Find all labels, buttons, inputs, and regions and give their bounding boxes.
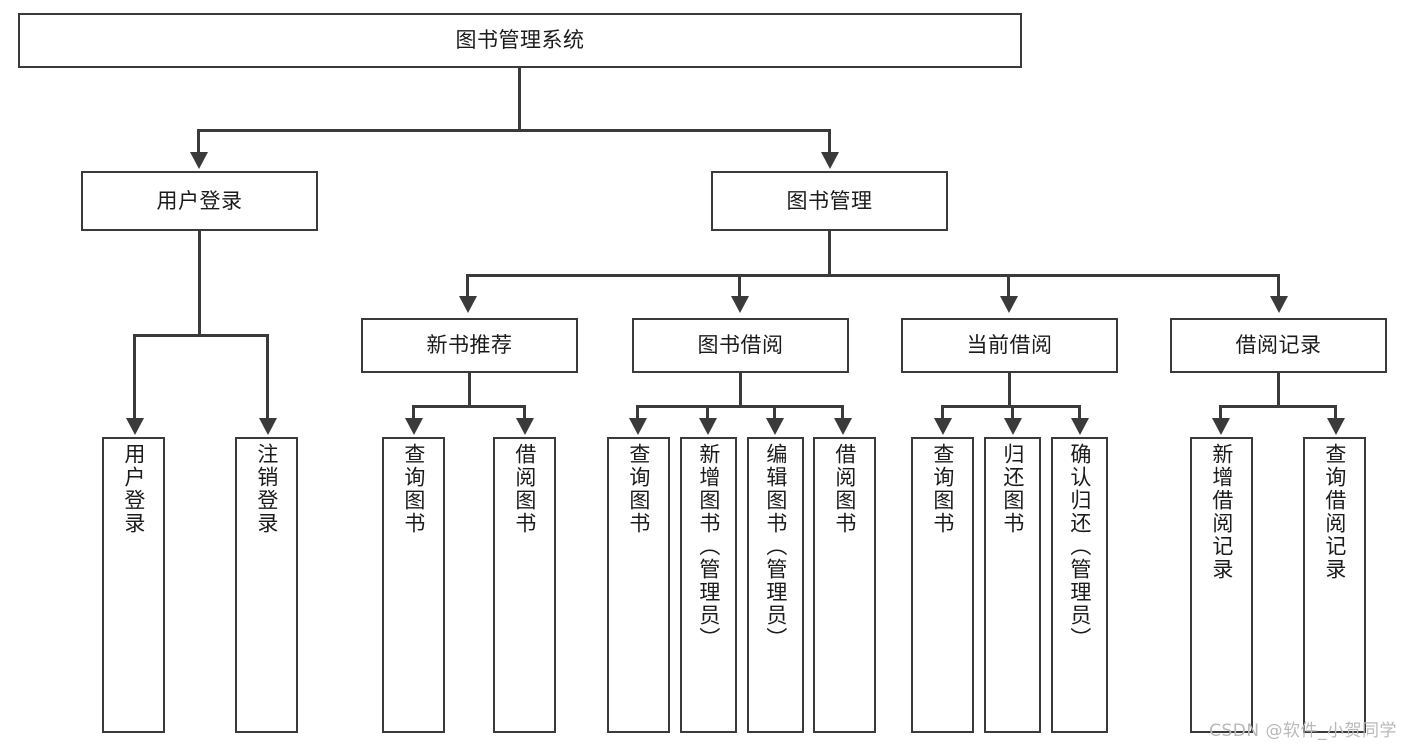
- arrowhead-bb-to-leaf-2: [699, 418, 717, 435]
- arrowhead-user-login-to-leaf-1: [126, 418, 144, 435]
- node-label: 图书管理系统: [455, 28, 585, 53]
- node-label: 新增图书（管理员）: [696, 443, 721, 650]
- arrowhead-cb-to-leaf-2: [1004, 418, 1022, 435]
- connector-book-management-stem: [828, 231, 831, 277]
- node-borrow-record[interactable]: 借阅记录: [1170, 318, 1387, 373]
- node-book-borrow[interactable]: 图书借阅: [632, 318, 849, 373]
- node-label: 查询借阅记录: [1322, 443, 1347, 581]
- connector-bm-to-new-book: [466, 274, 469, 298]
- leaf-user-login[interactable]: 用户登录: [102, 437, 165, 733]
- watermark-text: CSDN @软件_小贺同学: [1209, 721, 1397, 741]
- node-label: 查询图书: [401, 443, 426, 535]
- connector-new-book-to-leaf-1: [412, 405, 415, 420]
- node-label: 用户登录: [121, 443, 146, 535]
- arrowhead-root-to-book-management: [821, 152, 839, 169]
- node-label: 确认归还（管理员）: [1067, 443, 1092, 650]
- connector-root-bar: [197, 129, 831, 132]
- node-label: 借阅图书: [832, 443, 857, 535]
- leaf-add-book-admin[interactable]: 新增图书（管理员）: [680, 437, 737, 733]
- connector-root-stem: [518, 68, 521, 131]
- node-label: 当前借阅: [966, 333, 1053, 358]
- arrowhead-root-to-user-login: [190, 152, 208, 169]
- connector-new-book-stem: [468, 373, 471, 408]
- node-label: 新书推荐: [426, 333, 513, 358]
- leaf-query-book-2[interactable]: 查询图书: [607, 437, 670, 733]
- arrowhead-bm-to-book-borrow: [731, 296, 749, 313]
- arrowhead-bb-to-leaf-4: [834, 418, 852, 435]
- arrowhead-cb-to-leaf-1: [934, 418, 952, 435]
- connector-bb-to-leaf-3: [773, 405, 776, 420]
- arrowhead-user-login-to-leaf-2: [259, 418, 277, 435]
- node-root-system[interactable]: 图书管理系统: [18, 13, 1022, 68]
- leaf-query-book-1[interactable]: 查询图书: [382, 437, 445, 733]
- leaf-confirm-return-admin[interactable]: 确认归还（管理员）: [1051, 437, 1108, 733]
- connector-user-login-to-leaf-2: [266, 334, 269, 420]
- leaf-borrow-book-2[interactable]: 借阅图书: [813, 437, 876, 733]
- node-label: 借阅记录: [1235, 333, 1322, 358]
- leaf-return-book[interactable]: 归还图书: [984, 437, 1041, 733]
- arrowhead-br-to-leaf-1: [1212, 418, 1230, 435]
- node-user-login[interactable]: 用户登录: [81, 171, 318, 231]
- arrowhead-bm-to-current-borrow: [1000, 296, 1018, 313]
- connector-new-book-bar: [412, 405, 526, 408]
- node-label: 查询图书: [930, 443, 955, 535]
- node-label: 查询图书: [626, 443, 651, 535]
- connector-bm-to-borrow-record: [1277, 274, 1280, 298]
- connector-cb-to-leaf-1: [941, 405, 944, 420]
- connector-cb-to-leaf-3: [1078, 405, 1081, 420]
- leaf-query-borrow-record[interactable]: 查询借阅记录: [1303, 437, 1366, 733]
- arrowhead-new-book-to-leaf-2: [516, 418, 534, 435]
- leaf-edit-book-admin[interactable]: 编辑图书（管理员）: [747, 437, 804, 733]
- arrowhead-bb-to-leaf-1: [629, 418, 647, 435]
- connector-borrow-record-stem: [1277, 373, 1280, 408]
- connector-root-to-user-login: [197, 129, 200, 155]
- node-label: 注销登录: [254, 443, 279, 535]
- connector-user-login-to-leaf-1: [133, 334, 136, 420]
- arrowhead-new-book-to-leaf-1: [405, 418, 423, 435]
- connector-br-to-leaf-2: [1334, 405, 1337, 420]
- leaf-add-borrow-record[interactable]: 新增借阅记录: [1190, 437, 1253, 733]
- connector-new-book-to-leaf-2: [523, 405, 526, 420]
- connector-bb-to-leaf-4: [841, 405, 844, 420]
- connector-bm-to-current-borrow: [1007, 274, 1010, 298]
- node-label: 新增借阅记录: [1209, 443, 1234, 581]
- arrowhead-cb-to-leaf-3: [1071, 418, 1089, 435]
- connector-book-borrow-bar: [636, 405, 844, 408]
- connector-book-borrow-stem: [739, 373, 742, 408]
- connector-user-login-bar: [133, 334, 269, 337]
- connector-root-to-book-management: [828, 129, 831, 155]
- node-label: 图书借阅: [697, 333, 784, 358]
- connector-bb-to-leaf-1: [636, 405, 639, 420]
- arrowhead-bb-to-leaf-3: [766, 418, 784, 435]
- arrowhead-bm-to-new-book: [459, 296, 477, 313]
- node-label: 图书管理: [786, 188, 873, 213]
- connector-borrow-record-bar: [1219, 405, 1337, 408]
- leaf-borrow-book-1[interactable]: 借阅图书: [493, 437, 556, 733]
- connector-br-to-leaf-1: [1219, 405, 1222, 420]
- node-label: 归还图书: [1000, 443, 1025, 535]
- node-label: 借阅图书: [512, 443, 537, 535]
- node-label: 编辑图书（管理员）: [763, 443, 788, 650]
- leaf-logout-login[interactable]: 注销登录: [235, 437, 298, 733]
- leaf-query-book-3[interactable]: 查询图书: [911, 437, 974, 733]
- connector-bm-to-book-borrow: [738, 274, 741, 298]
- connector-bb-to-leaf-2: [706, 405, 709, 420]
- node-label: 用户登录: [156, 188, 243, 213]
- connector-cb-to-leaf-2: [1011, 405, 1014, 420]
- arrowhead-br-to-leaf-2: [1327, 418, 1345, 435]
- connector-user-login-stem: [198, 231, 201, 336]
- arrowhead-bm-to-borrow-record: [1270, 296, 1288, 313]
- connector-current-borrow-stem: [1008, 373, 1011, 408]
- connector-book-management-bar: [466, 274, 1280, 277]
- node-new-book-recommend[interactable]: 新书推荐: [361, 318, 578, 373]
- node-current-borrow[interactable]: 当前借阅: [901, 318, 1118, 373]
- node-book-management[interactable]: 图书管理: [711, 171, 948, 231]
